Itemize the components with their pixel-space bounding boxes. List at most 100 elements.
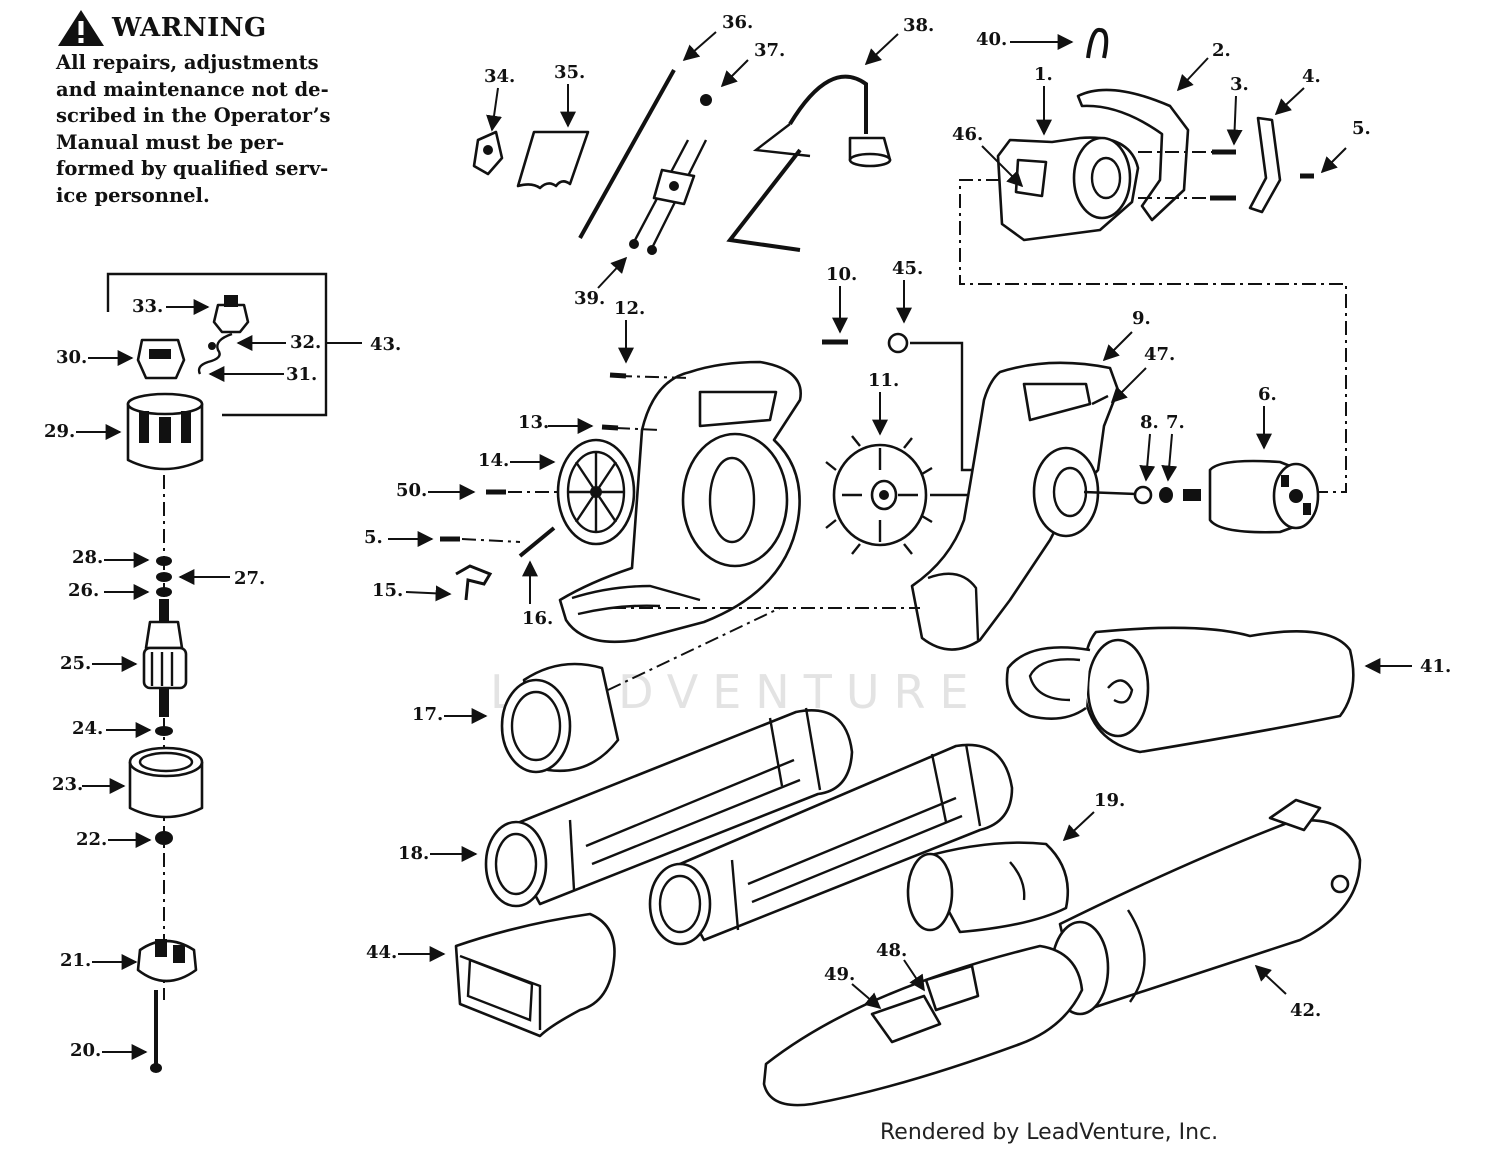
- callout-25: 25.: [60, 653, 91, 674]
- callout-30: 30.: [56, 347, 87, 368]
- callout-28: 28.: [72, 547, 103, 568]
- callout-17: 17.: [412, 704, 443, 725]
- callout-12: 12.: [614, 298, 645, 319]
- part-42-vacuum-tube: [1050, 798, 1362, 1016]
- centerline-5: [461, 538, 521, 543]
- callout-8: 8.: [1140, 412, 1159, 433]
- part-39-cord-clamp: [629, 139, 708, 255]
- callout-16: 16.: [522, 608, 553, 629]
- centerline-shaft: [1083, 490, 1137, 496]
- part-38-cord: [726, 74, 892, 252]
- callout-9: 9.: [1132, 308, 1151, 329]
- part-48-label: [924, 964, 980, 1012]
- part-8-washer: [1133, 485, 1153, 505]
- part-44-flat-nozzle: [454, 912, 616, 1038]
- warning-line: scribed in the Operator’s: [56, 104, 331, 127]
- warning-box: WARNING All repairs, adjustments and mai…: [56, 8, 374, 209]
- callout-10: 10.: [826, 264, 857, 285]
- callout-5-top: 5.: [1352, 118, 1371, 139]
- part-3-screws: [1210, 149, 1236, 201]
- callout-46: 46.: [952, 124, 983, 145]
- callout-7: 7.: [1166, 412, 1185, 433]
- centerline-screw-13: [615, 427, 661, 431]
- part-11-impeller: [825, 435, 933, 555]
- part-20-screw: [150, 990, 162, 1073]
- part-16-pin: [518, 526, 556, 558]
- callout-41: 41.: [1420, 656, 1451, 677]
- part-40-clip: [1086, 27, 1109, 59]
- part-36-tie: [578, 69, 676, 239]
- callout-44: 44.: [366, 942, 397, 963]
- part-6-motor: [1183, 459, 1320, 534]
- callout-34: 34.: [484, 66, 515, 87]
- part-12-13-left-housing: [558, 360, 802, 644]
- callout-19: 19.: [1094, 790, 1125, 811]
- callout-31: 31.: [286, 364, 317, 385]
- callout-22: 22.: [76, 829, 107, 850]
- part-34-clip: [472, 130, 504, 176]
- centerline-top-right: [959, 179, 1347, 493]
- warning-title: WARNING: [112, 13, 267, 43]
- warning-line: and maintenance not de-: [56, 77, 329, 101]
- callout-24: 24.: [72, 718, 103, 739]
- callout-33: 33.: [132, 296, 163, 317]
- callout-18: 18.: [398, 843, 429, 864]
- callout-2: 2.: [1212, 40, 1231, 61]
- part-23-stator-housing: [128, 746, 204, 819]
- warning-line: Manual must be per-: [56, 130, 285, 154]
- callout-5-mid: 5.: [364, 527, 383, 548]
- callout-36: 36.: [722, 12, 753, 33]
- callout-3: 3.: [1230, 74, 1249, 95]
- parts-26-28-washers: [156, 556, 172, 597]
- part-33-cap: [212, 295, 250, 334]
- part-15-switch-lever: [455, 564, 493, 601]
- callout-43: 43.: [370, 334, 401, 355]
- part-41-bag: [1005, 626, 1355, 754]
- part-37-nut: [700, 94, 712, 106]
- part-22-bearing: [155, 831, 173, 845]
- part-19-nozzle: [906, 841, 1070, 934]
- callout-6: 6.: [1258, 384, 1277, 405]
- warning-line: ice personnel.: [56, 183, 210, 207]
- callout-40: 40.: [976, 29, 1007, 50]
- part-35-label: [516, 130, 590, 190]
- callout-49: 49.: [824, 964, 855, 985]
- callout-20: 20.: [70, 1040, 101, 1061]
- bracket-43: [106, 272, 328, 417]
- callout-38: 38.: [903, 15, 934, 36]
- warning-line: All repairs, adjustments: [56, 51, 319, 74]
- warning-text: All repairs, adjustments and maintenance…: [56, 50, 374, 209]
- part-17-tube-coupler: [500, 662, 620, 774]
- part-9-right-housing: [910, 361, 1120, 651]
- callout-35: 35.: [554, 62, 585, 83]
- centerline-tube-17: [607, 607, 781, 691]
- part-46-1-motor-cover: [996, 136, 1140, 242]
- callout-27: 27.: [234, 568, 265, 589]
- callout-21: 21.: [60, 950, 91, 971]
- part-4-bracket: [1248, 116, 1282, 214]
- part-24-washer: [155, 726, 173, 736]
- warning-line: formed by qualified serv-: [56, 157, 329, 180]
- callout-15: 15.: [372, 580, 403, 601]
- part-12-screw: [609, 372, 627, 379]
- part-25-armature: [142, 599, 188, 717]
- centerline-screw-12: [617, 375, 691, 379]
- callout-45: 45.: [892, 258, 923, 279]
- callout-labels: 36. 37. 38. 40. 2. 34. 35. 1. 3. 4. 46. …: [44, 12, 1451, 1061]
- part-21-end-bell: [136, 939, 198, 983]
- warning-header: WARNING: [56, 8, 374, 48]
- callout-26: 26.: [68, 580, 99, 601]
- leader-arrows: [76, 31, 1412, 1060]
- callout-29: 29.: [44, 421, 75, 442]
- part-29-end-cap: [126, 392, 204, 471]
- callout-42: 42.: [1290, 1000, 1321, 1021]
- motor-assembly-column: [106, 272, 328, 1073]
- callout-50: 50.: [396, 480, 427, 501]
- callout-11: 11.: [868, 370, 899, 391]
- part-2-handle: [1076, 88, 1190, 222]
- warning-triangle-icon: [58, 10, 104, 46]
- part-13-screw: [601, 424, 619, 431]
- callout-14: 14.: [478, 450, 509, 471]
- footer-credit: Rendered by LeadVenture, Inc.: [880, 1120, 1219, 1145]
- callout-48: 48.: [876, 940, 907, 961]
